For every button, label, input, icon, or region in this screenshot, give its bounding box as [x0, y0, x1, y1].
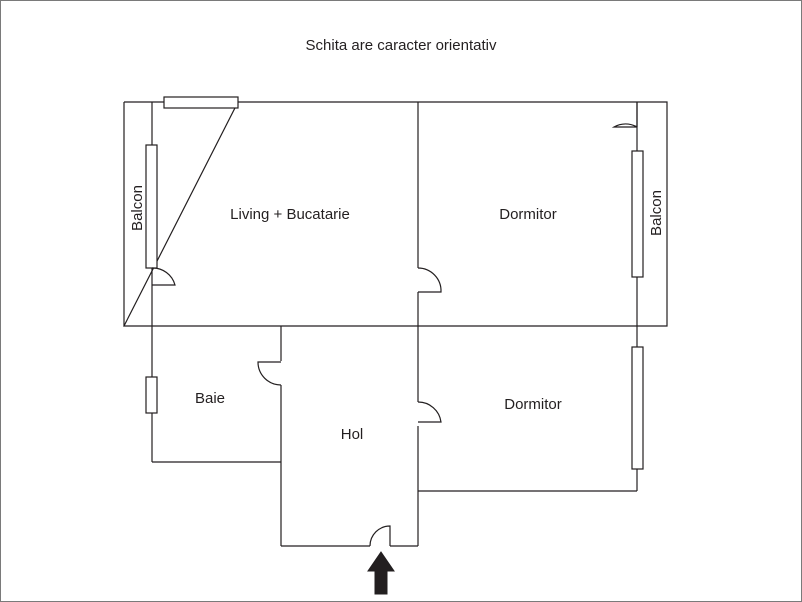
- window-bedroom-bottom: [631, 346, 644, 470]
- walls: [123, 101, 668, 547]
- door-entrance: [369, 525, 391, 547]
- door-bathroom: [257, 361, 282, 386]
- doors: [151, 102, 638, 547]
- room-label-living: Living + Bucatarie: [230, 206, 350, 223]
- window-balcony-left: [145, 144, 158, 269]
- door-bedroom-bottom: [417, 401, 442, 423]
- disclaimer-note: Schita are caracter orientativ: [306, 37, 497, 54]
- arrow-up-icon: [367, 551, 395, 595]
- door-bedroom-top: [417, 267, 442, 293]
- room-label-bathroom: Baie: [195, 390, 225, 407]
- room-label-bedroom-bottom: Dormitor: [504, 396, 562, 413]
- room-label-balcony-left: Balcon: [129, 185, 146, 231]
- room-label-hall: Hol: [341, 426, 364, 443]
- window-top-living: [163, 96, 239, 109]
- window-balcony-right: [631, 150, 644, 278]
- windows: [145, 96, 644, 470]
- door-balcony-left: [151, 267, 176, 286]
- room-label-bedroom-top: Dormitor: [499, 206, 557, 223]
- door-balcony-right: [611, 102, 638, 128]
- upper-outline: [123, 101, 668, 327]
- room-label-balcony-right: Balcon: [648, 190, 665, 236]
- window-bathroom: [145, 376, 158, 414]
